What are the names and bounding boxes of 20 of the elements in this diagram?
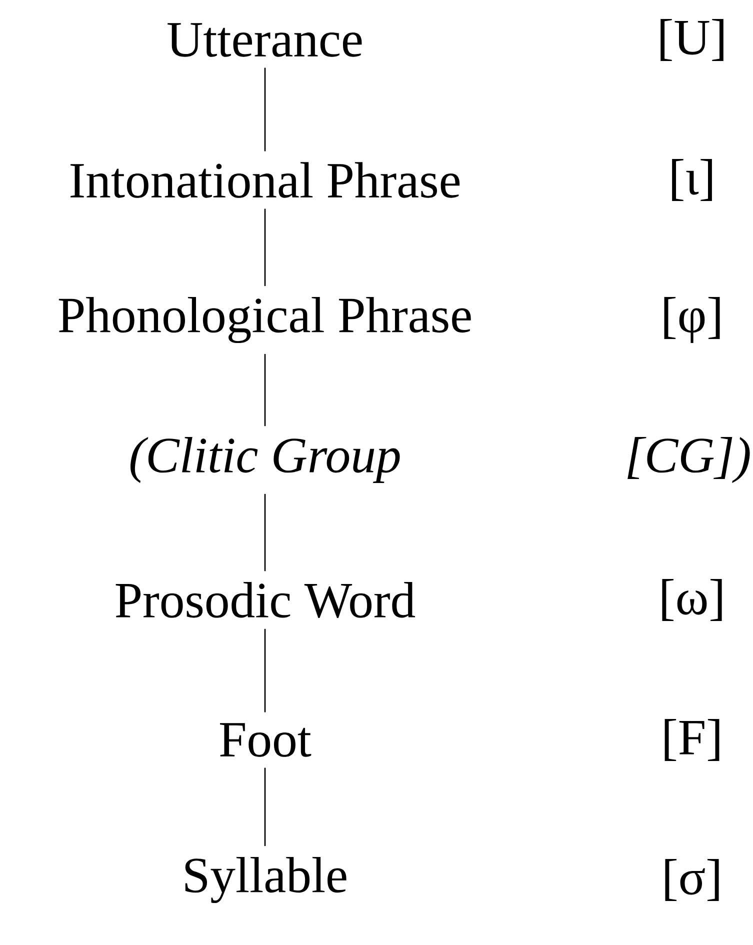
level-symbol: [ι] bbox=[672, 159, 712, 201]
level-symbol: [CG]) bbox=[628, 437, 750, 483]
level-label: Foot bbox=[220, 723, 312, 757]
level-symbol: [U] bbox=[660, 19, 724, 61]
level-symbol: [σ] bbox=[665, 859, 719, 901]
level-label: Utterance bbox=[168, 23, 362, 57]
level-symbol: [φ] bbox=[664, 297, 720, 343]
level-label: Syllable bbox=[185, 856, 346, 904]
level-label: (Clitic Group bbox=[130, 437, 400, 483]
connector-line bbox=[264, 68, 266, 152]
connector-line bbox=[264, 628, 266, 712]
level-symbol: [F] bbox=[664, 719, 720, 761]
connector-line bbox=[264, 768, 266, 846]
connector-line bbox=[264, 208, 266, 286]
level-label: Prosodic Word bbox=[116, 582, 416, 618]
level-label: Intonational Phrase bbox=[70, 162, 460, 198]
connector-line bbox=[264, 354, 266, 426]
level-label: Phonological Phrase bbox=[58, 296, 471, 344]
level-symbol: [ω] bbox=[662, 579, 722, 621]
connector-line bbox=[264, 494, 266, 572]
